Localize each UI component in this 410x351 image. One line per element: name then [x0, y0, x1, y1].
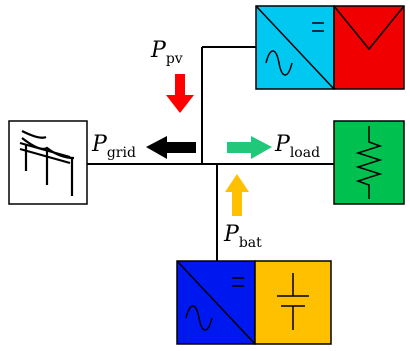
- label-pv: Ppv: [150, 38, 183, 67]
- label-pv-subscript: pv: [166, 51, 183, 67]
- label-bat-subscript: bat: [239, 235, 262, 251]
- battery-icon: [277, 273, 309, 330]
- grid-block: [8, 120, 88, 205]
- battery-block: [176, 260, 332, 345]
- arrow-pv: [166, 74, 194, 113]
- label-grid: Pgrid: [91, 132, 136, 161]
- arrow-load: [227, 136, 272, 159]
- power-pylon-icon: [19, 130, 75, 196]
- label-bat-symbol: P: [223, 222, 240, 247]
- label-load: Pload: [274, 132, 320, 161]
- arrow-grid: [146, 136, 196, 159]
- ac-dc-inverter-icon: [176, 260, 256, 345]
- label-pv-symbol: P: [150, 38, 167, 63]
- label-load-symbol: P: [274, 132, 291, 157]
- bus-wiring: [87, 46, 334, 261]
- label-grid-subscript: grid: [107, 145, 136, 161]
- resistor-load-icon: [355, 126, 383, 199]
- load-block: [333, 120, 405, 205]
- ac-dc-inverter-icon: [255, 5, 335, 90]
- label-grid-symbol: P: [91, 132, 108, 157]
- label-load-subscript: load: [290, 145, 320, 161]
- label-bat: Pbat: [223, 222, 262, 251]
- pv-block: [255, 5, 405, 90]
- solar-panel-icon: [333, 5, 405, 51]
- arrow-bat: [225, 174, 249, 216]
